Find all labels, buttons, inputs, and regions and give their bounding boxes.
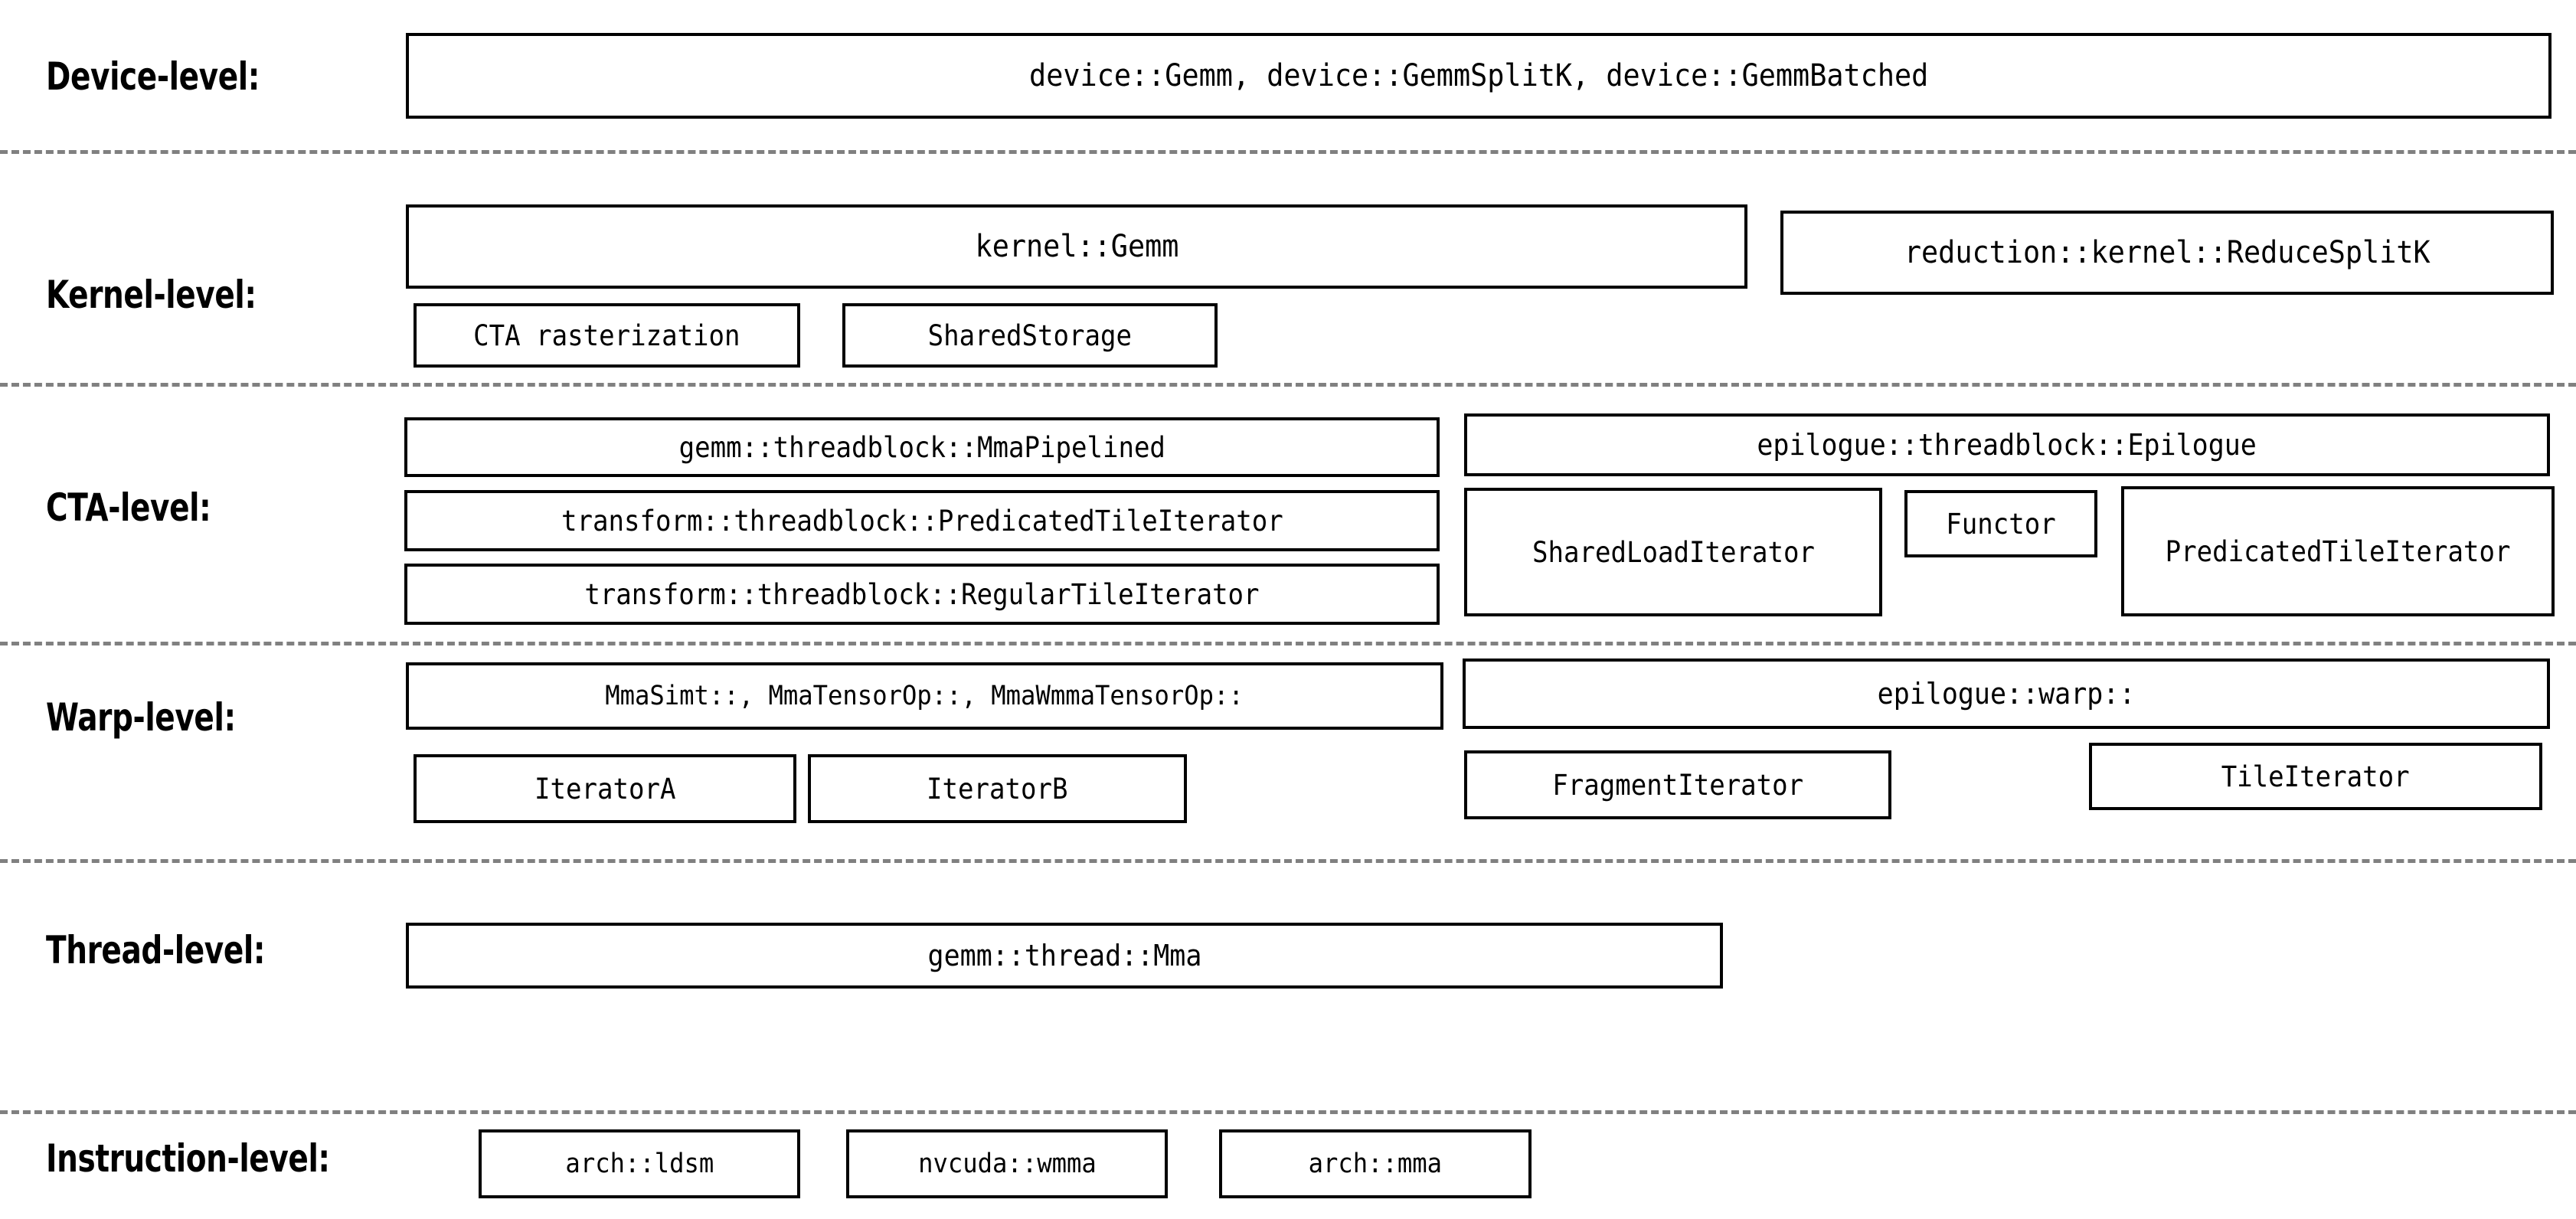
box-shared-storage[interactable]: SharedStorage xyxy=(842,303,1218,368)
box-epilogue-threadblock[interactable]: epilogue::threadblock::Epilogue xyxy=(1464,413,2550,476)
level-label-device: Device-level: xyxy=(46,54,260,99)
box-iterator-a[interactable]: IteratorA xyxy=(414,754,796,823)
box-arch-mma-label: arch::mma xyxy=(1308,1148,1443,1179)
divider-warp-thread xyxy=(0,859,2576,863)
box-nvcuda-wmma-label: nvcuda::wmma xyxy=(917,1148,1097,1179)
box-nvcuda-wmma[interactable]: nvcuda::wmma xyxy=(846,1129,1168,1198)
box-cta-rasterization-label: CTA rasterization xyxy=(473,319,740,352)
box-epilogue-threadblock-label: epilogue::threadblock::Epilogue xyxy=(1757,428,2257,462)
box-kernel-gemm[interactable]: kernel::Gemm xyxy=(406,204,1747,289)
box-fragment-iterator-label: FragmentIterator xyxy=(1552,768,1803,802)
box-mma-pipelined-label: gemm::threadblock::MmaPipelined xyxy=(678,430,1165,464)
box-warp-mma-list[interactable]: MmaSimt::, MmaTensorOp::, MmaWmmaTensorO… xyxy=(406,662,1443,730)
box-arch-ldsm[interactable]: arch::ldsm xyxy=(479,1129,800,1198)
box-tb-regular-tile-iterator-label: transform::threadblock::RegularTileItera… xyxy=(584,577,1260,611)
box-warp-mma-list-label: MmaSimt::, MmaTensorOp::, MmaWmmaTensorO… xyxy=(605,680,1244,711)
box-functor-label: Functor xyxy=(1946,507,2056,541)
box-kernel-gemm-label: kernel::Gemm xyxy=(975,229,1178,264)
divider-device-kernel xyxy=(0,150,2576,154)
level-label-cta: CTA-level: xyxy=(46,485,211,530)
level-label-kernel: Kernel-level: xyxy=(46,273,257,317)
divider-thread-instruction xyxy=(0,1110,2576,1114)
box-mma-pipelined[interactable]: gemm::threadblock::MmaPipelined xyxy=(404,417,1440,477)
box-device-gemm-label: device::Gemm, device::GemmSplitK, device… xyxy=(1028,58,1929,93)
box-tb-regular-tile-iterator[interactable]: transform::threadblock::RegularTileItera… xyxy=(404,564,1440,625)
box-epilogue-predicated-tile-iterator[interactable]: PredicatedTileIterator xyxy=(2121,486,2555,616)
box-tb-predicated-tile-iterator[interactable]: transform::threadblock::PredicatedTileIt… xyxy=(404,490,1440,551)
box-epilogue-predicated-tile-iterator-label: PredicatedTileIterator xyxy=(2165,534,2511,568)
box-cta-rasterization[interactable]: CTA rasterization xyxy=(414,303,800,368)
divider-kernel-cta xyxy=(0,383,2576,387)
box-device-gemm[interactable]: device::Gemm, device::GemmSplitK, device… xyxy=(406,33,2551,119)
box-functor[interactable]: Functor xyxy=(1904,490,2097,557)
box-shared-load-iterator[interactable]: SharedLoadIterator xyxy=(1464,488,1882,616)
box-shared-storage-label: SharedStorage xyxy=(927,319,1133,352)
box-tile-iterator-label: TileIterator xyxy=(2221,760,2410,793)
box-arch-ldsm-label: arch::ldsm xyxy=(565,1148,714,1179)
box-thread-mma-label: gemm::thread::Mma xyxy=(927,939,1201,972)
box-iterator-b-label: IteratorB xyxy=(927,772,1068,806)
box-reduction-kernel[interactable]: reduction::kernel::ReduceSplitK xyxy=(1780,211,2554,295)
divider-cta-warp xyxy=(0,642,2576,645)
box-fragment-iterator[interactable]: FragmentIterator xyxy=(1464,750,1891,819)
level-label-warp: Warp-level: xyxy=(46,695,236,740)
level-label-instruction: Instruction-level: xyxy=(46,1136,330,1181)
box-thread-mma[interactable]: gemm::thread::Mma xyxy=(406,923,1723,989)
box-tile-iterator[interactable]: TileIterator xyxy=(2089,743,2542,810)
box-epilogue-warp-label: epilogue::warp:: xyxy=(1877,677,2136,711)
box-iterator-b[interactable]: IteratorB xyxy=(808,754,1187,823)
box-shared-load-iterator-label: SharedLoadIterator xyxy=(1532,535,1815,569)
box-arch-mma[interactable]: arch::mma xyxy=(1219,1129,1532,1198)
box-epilogue-warp[interactable]: epilogue::warp:: xyxy=(1463,659,2550,729)
box-reduction-kernel-label: reduction::kernel::ReduceSplitK xyxy=(1904,235,2431,270)
level-label-thread: Thread-level: xyxy=(46,928,266,972)
box-iterator-a-label: IteratorA xyxy=(534,772,676,806)
box-tb-predicated-tile-iterator-label: transform::threadblock::PredicatedTileIt… xyxy=(561,504,1283,538)
